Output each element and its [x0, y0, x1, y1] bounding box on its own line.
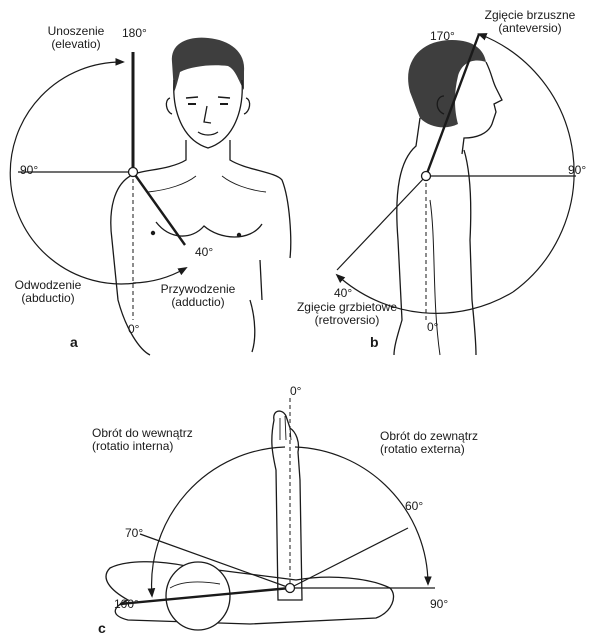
- panel-a-letter: a: [70, 334, 78, 350]
- panel-b-figure: [394, 40, 502, 355]
- panel-b-40-label: 40°: [334, 287, 352, 300]
- panel-a-40-label: 40°: [195, 246, 213, 259]
- panel-c-letter: c: [98, 620, 106, 636]
- panel-a-90-label: 90°: [20, 164, 38, 177]
- panel-b-hair: [408, 40, 486, 127]
- panel-c-60-label: 60°: [405, 500, 423, 513]
- anteversion-term: (anteversio): [478, 22, 582, 35]
- panel-a-0-label: 0°: [128, 323, 139, 336]
- panel-b-anteversion-label: Zgięcie brzuszne (anteversio): [478, 9, 582, 35]
- panel-c-100-label: 100°: [114, 598, 139, 611]
- panel-c-70-label: 70°: [125, 527, 143, 540]
- panel-a-elevation-label: Unoszenie (elevatio): [36, 25, 116, 51]
- panel-c-external-label: Obrót do zewnątrz (rotatio externa): [380, 430, 478, 456]
- panel-c-internal-label: Obrót do wewnątrz (rotatio interna): [92, 427, 193, 453]
- panel-b-90-label: 90°: [568, 164, 586, 177]
- panel-b-retroversion-label: Zgięcie grzbietowe (retroversio): [290, 301, 404, 327]
- panel-a-abduction-label: Odwodzenie (abductio): [6, 279, 90, 305]
- abduction-term: (abductio): [6, 292, 90, 305]
- panel-b-face: [462, 62, 502, 154]
- adduction-term: (adductio): [150, 296, 246, 309]
- panel-a-face: [174, 80, 242, 148]
- panel-b-letter: b: [370, 334, 379, 350]
- panel-c-90-label: 90°: [430, 598, 448, 611]
- panel-c-forearm: [272, 411, 302, 600]
- panel-a-adduction-label: Przywodzenie (adductio): [150, 283, 246, 309]
- panel-b-0-label: 0°: [427, 321, 438, 334]
- elevation-term: (elevatio): [36, 38, 116, 51]
- panel-b-170-label: 170°: [430, 30, 455, 43]
- retroversion-term: (retroversio): [290, 314, 404, 327]
- panel-c-0-label: 0°: [290, 385, 301, 398]
- panel-a-hair: [172, 38, 244, 92]
- external-rotation-term: (rotatio externa): [380, 443, 478, 456]
- internal-rotation-term: (rotatio interna): [92, 440, 193, 453]
- panel-a-180-label: 180°: [122, 27, 147, 40]
